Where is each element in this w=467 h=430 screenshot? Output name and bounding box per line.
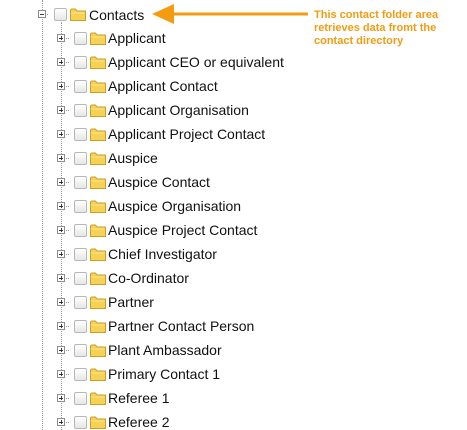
tree-item-label[interactable]: Plant Ambassador [108,342,222,358]
item-checkbox[interactable] [74,416,87,429]
folder-icon [90,176,106,189]
tree-item-label[interactable]: Partner [108,294,154,310]
folder-icon [90,344,106,357]
root-checkbox[interactable] [54,8,67,21]
tree-item-label[interactable]: Co-Ordinator [108,270,189,286]
tree-item-label[interactable]: Chief Investigator [108,246,217,262]
tree-connector [61,422,69,423]
tree-item-label[interactable]: Auspice Contact [108,174,210,190]
annotation-arrow [152,4,308,24]
item-checkbox[interactable] [74,248,87,261]
item-checkbox[interactable] [74,152,87,165]
item-checkbox[interactable] [74,224,87,237]
item-checkbox[interactable] [74,200,87,213]
expand-icon[interactable] [57,322,65,330]
tree-connector [61,86,69,87]
item-checkbox[interactable] [74,344,87,357]
tree-item-label[interactable]: Referee 2 [108,414,170,430]
item-checkbox[interactable] [74,392,87,405]
folder-icon [90,248,106,261]
item-checkbox[interactable] [74,272,87,285]
expand-icon[interactable] [57,154,65,162]
item-checkbox[interactable] [74,56,87,69]
tree-guide-line-outer [42,0,43,430]
expand-icon[interactable] [57,274,65,282]
expand-icon[interactable] [57,106,65,114]
folder-icon [90,296,106,309]
folder-icon [90,152,106,165]
expand-icon[interactable] [57,298,65,306]
expand-icon[interactable] [57,418,65,426]
folder-icon [90,104,106,117]
folder-icon [70,8,86,21]
tree-connector [61,206,69,207]
tree-connector [61,110,69,111]
expand-icon[interactable] [57,34,65,42]
tree-item-label[interactable]: Applicant Project Contact [108,126,266,142]
expand-icon[interactable] [57,394,65,402]
tree-connector [61,182,69,183]
tree-connector [61,38,69,39]
tree-item-label[interactable]: Primary Contact 1 [108,366,221,382]
folder-icon [90,416,106,429]
item-checkbox[interactable] [74,296,87,309]
folder-icon [90,128,106,141]
folder-icon [90,272,106,285]
tree-item-label[interactable]: Contacts [89,7,145,23]
item-checkbox[interactable] [74,104,87,117]
expand-icon[interactable] [57,250,65,258]
tree-connector [61,254,69,255]
tree-item-label[interactable]: Applicant Organisation [108,102,249,118]
tree-connector [61,398,69,399]
tree-connector [61,326,69,327]
tree-connector [61,278,69,279]
item-checkbox[interactable] [74,80,87,93]
tree-item-label[interactable]: Referee 1 [108,390,170,406]
tree-item-label[interactable]: Auspice Organisation [108,198,242,214]
expand-icon[interactable] [57,226,65,234]
tree-connector [61,158,69,159]
folder-icon [90,224,106,237]
tree-connector [61,302,69,303]
tree-item-label[interactable]: Auspice [108,150,158,166]
tree-connector [61,230,69,231]
annotation-callout: This contact folder area retrieves data … [314,9,439,47]
tree-item-label[interactable]: Applicant [108,30,166,46]
folder-icon [90,200,106,213]
folder-icon [90,80,106,93]
expand-icon[interactable] [57,370,65,378]
expand-icon[interactable] [57,130,65,138]
tree-connector [61,374,69,375]
tree-item-label[interactable]: Applicant Contact [108,78,218,94]
item-checkbox[interactable] [74,368,87,381]
tree-item-label[interactable]: Auspice Project Contact [108,222,258,238]
expand-icon[interactable] [57,178,65,186]
tree-connector [61,350,69,351]
folder-icon [90,320,106,333]
folder-icon [90,56,106,69]
tree-item-label[interactable]: Applicant CEO or equivalent [108,54,284,70]
collapse-icon[interactable] [38,10,46,18]
expand-icon[interactable] [57,58,65,66]
item-checkbox[interactable] [74,32,87,45]
tree-item-label[interactable]: Partner Contact Person [108,318,255,334]
expand-icon[interactable] [57,202,65,210]
folder-icon [90,392,106,405]
item-checkbox[interactable] [74,320,87,333]
folder-icon [90,368,106,381]
tree-connector [61,134,69,135]
expand-icon[interactable] [57,346,65,354]
item-checkbox[interactable] [74,128,87,141]
tree-connector [61,62,69,63]
folder-icon [90,32,106,45]
item-checkbox[interactable] [74,176,87,189]
expand-icon[interactable] [57,82,65,90]
